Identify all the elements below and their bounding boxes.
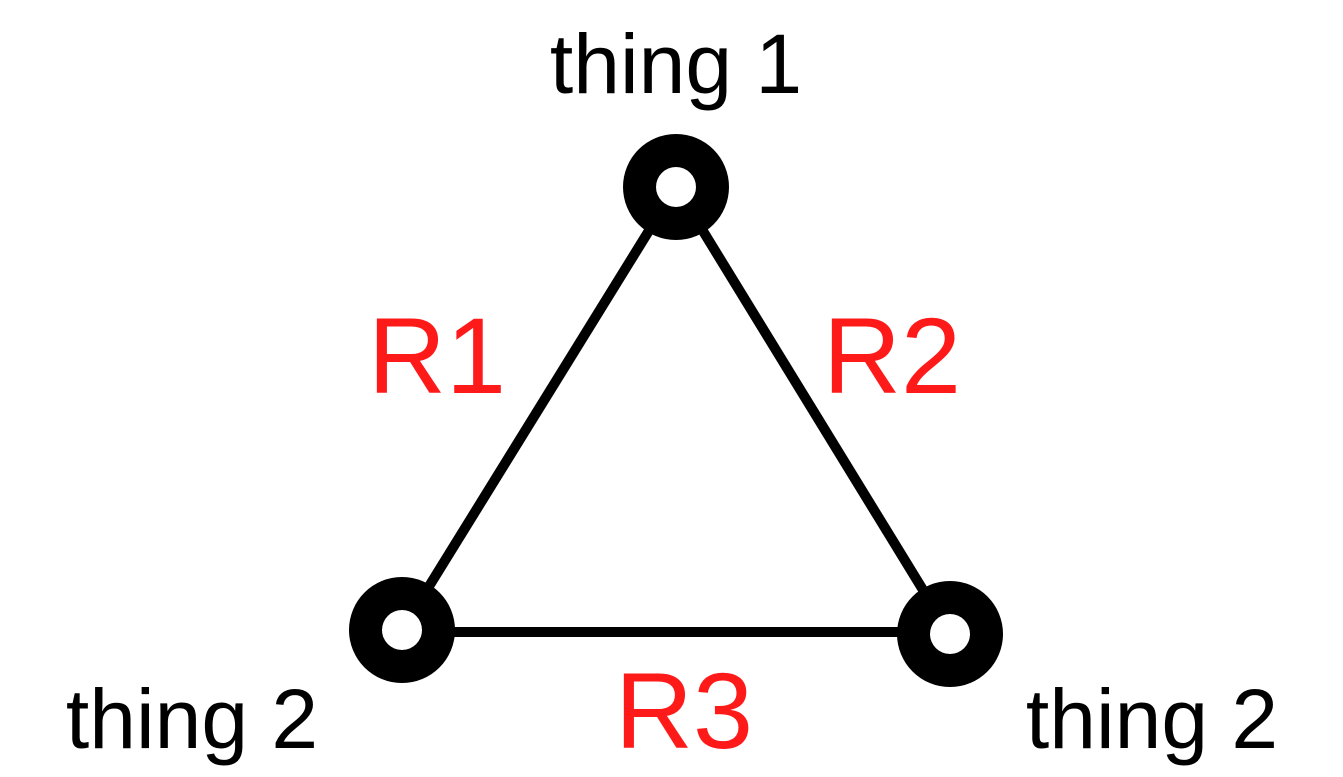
edge-r2 (671, 184, 955, 637)
edge-label-r1: R1 (368, 295, 506, 416)
edge-label-r3: R3 (615, 650, 753, 771)
edge-r1 (397, 184, 681, 633)
node-label-thing-2-right: thing 2 (1026, 672, 1278, 766)
edges (397, 184, 955, 637)
nodes (349, 134, 1003, 687)
node-thing-2-right (897, 581, 1003, 687)
node-thing-2-left (349, 577, 455, 683)
node-label-thing-2-left: thing 2 (66, 672, 318, 766)
edge-label-r2: R2 (823, 295, 961, 416)
node-label-thing-1: thing 1 (550, 17, 802, 111)
node-thing-1 (623, 134, 729, 240)
